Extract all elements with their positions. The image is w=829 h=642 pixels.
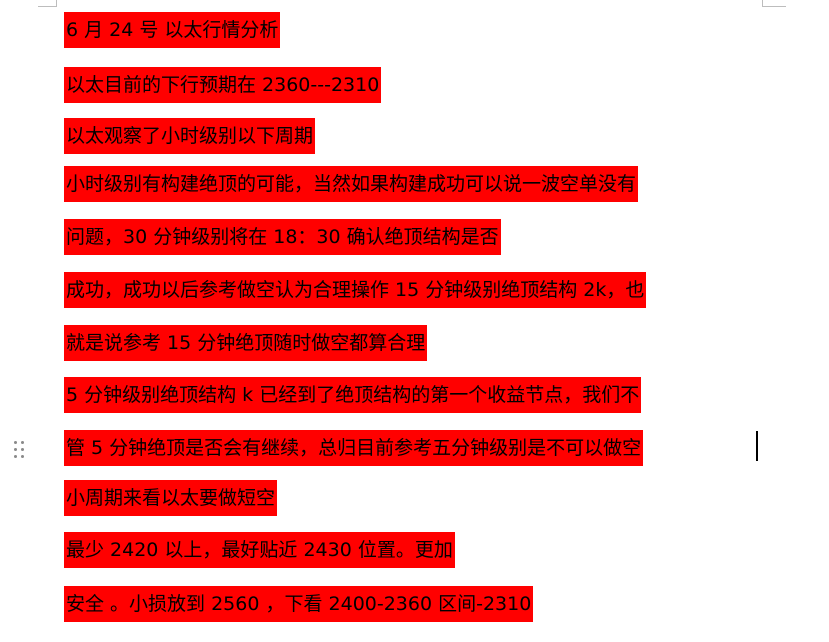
page-corner-mark-right-vertical xyxy=(762,0,763,7)
paragraph[interactable]: 以太目前的下行预期在 2360---2310 xyxy=(64,67,382,103)
text-cursor xyxy=(756,431,758,461)
drag-handle-icon[interactable] xyxy=(14,441,26,459)
paragraph[interactable]: 安全 。小损放到 2560 ，下看 2400-2360 区间-2310 xyxy=(64,586,534,622)
paragraph-title[interactable]: 6 月 24 号 以太行情分析 xyxy=(64,12,281,48)
paragraph[interactable]: 问题，30 分钟级别将在 18：30 确认绝顶结构是否 xyxy=(64,219,501,255)
paragraph[interactable]: 最少 2420 以上，最好贴近 2430 位置。更加 xyxy=(64,532,455,568)
paragraph[interactable]: 管 5 分钟绝顶是否会有继续，总归目前参考五分钟级别是不可以做空 xyxy=(64,430,644,466)
paragraph[interactable]: 就是说参考 15 分钟绝顶随时做空都算合理 xyxy=(64,325,428,361)
page-corner-mark-right xyxy=(762,6,786,7)
paragraph[interactable]: 以太观察了小时级别以下周期 xyxy=(64,118,316,154)
page-corner-mark-left-vertical xyxy=(56,0,57,7)
page-corner-mark-left xyxy=(38,6,56,7)
paragraph[interactable]: 小周期来看以太要做短空 xyxy=(64,480,278,516)
paragraph[interactable]: 5 分钟级别绝顶结构 k 已经到了绝顶结构的第一个收益节点，我们不 xyxy=(64,377,642,413)
paragraph[interactable]: 成功，成功以后参考做空认为合理操作 15 分钟级别绝顶结构 2k，也 xyxy=(64,272,647,308)
paragraph[interactable]: 小时级别有构建绝顶的可能，当然如果构建成功可以说一波空单没有 xyxy=(64,166,639,202)
